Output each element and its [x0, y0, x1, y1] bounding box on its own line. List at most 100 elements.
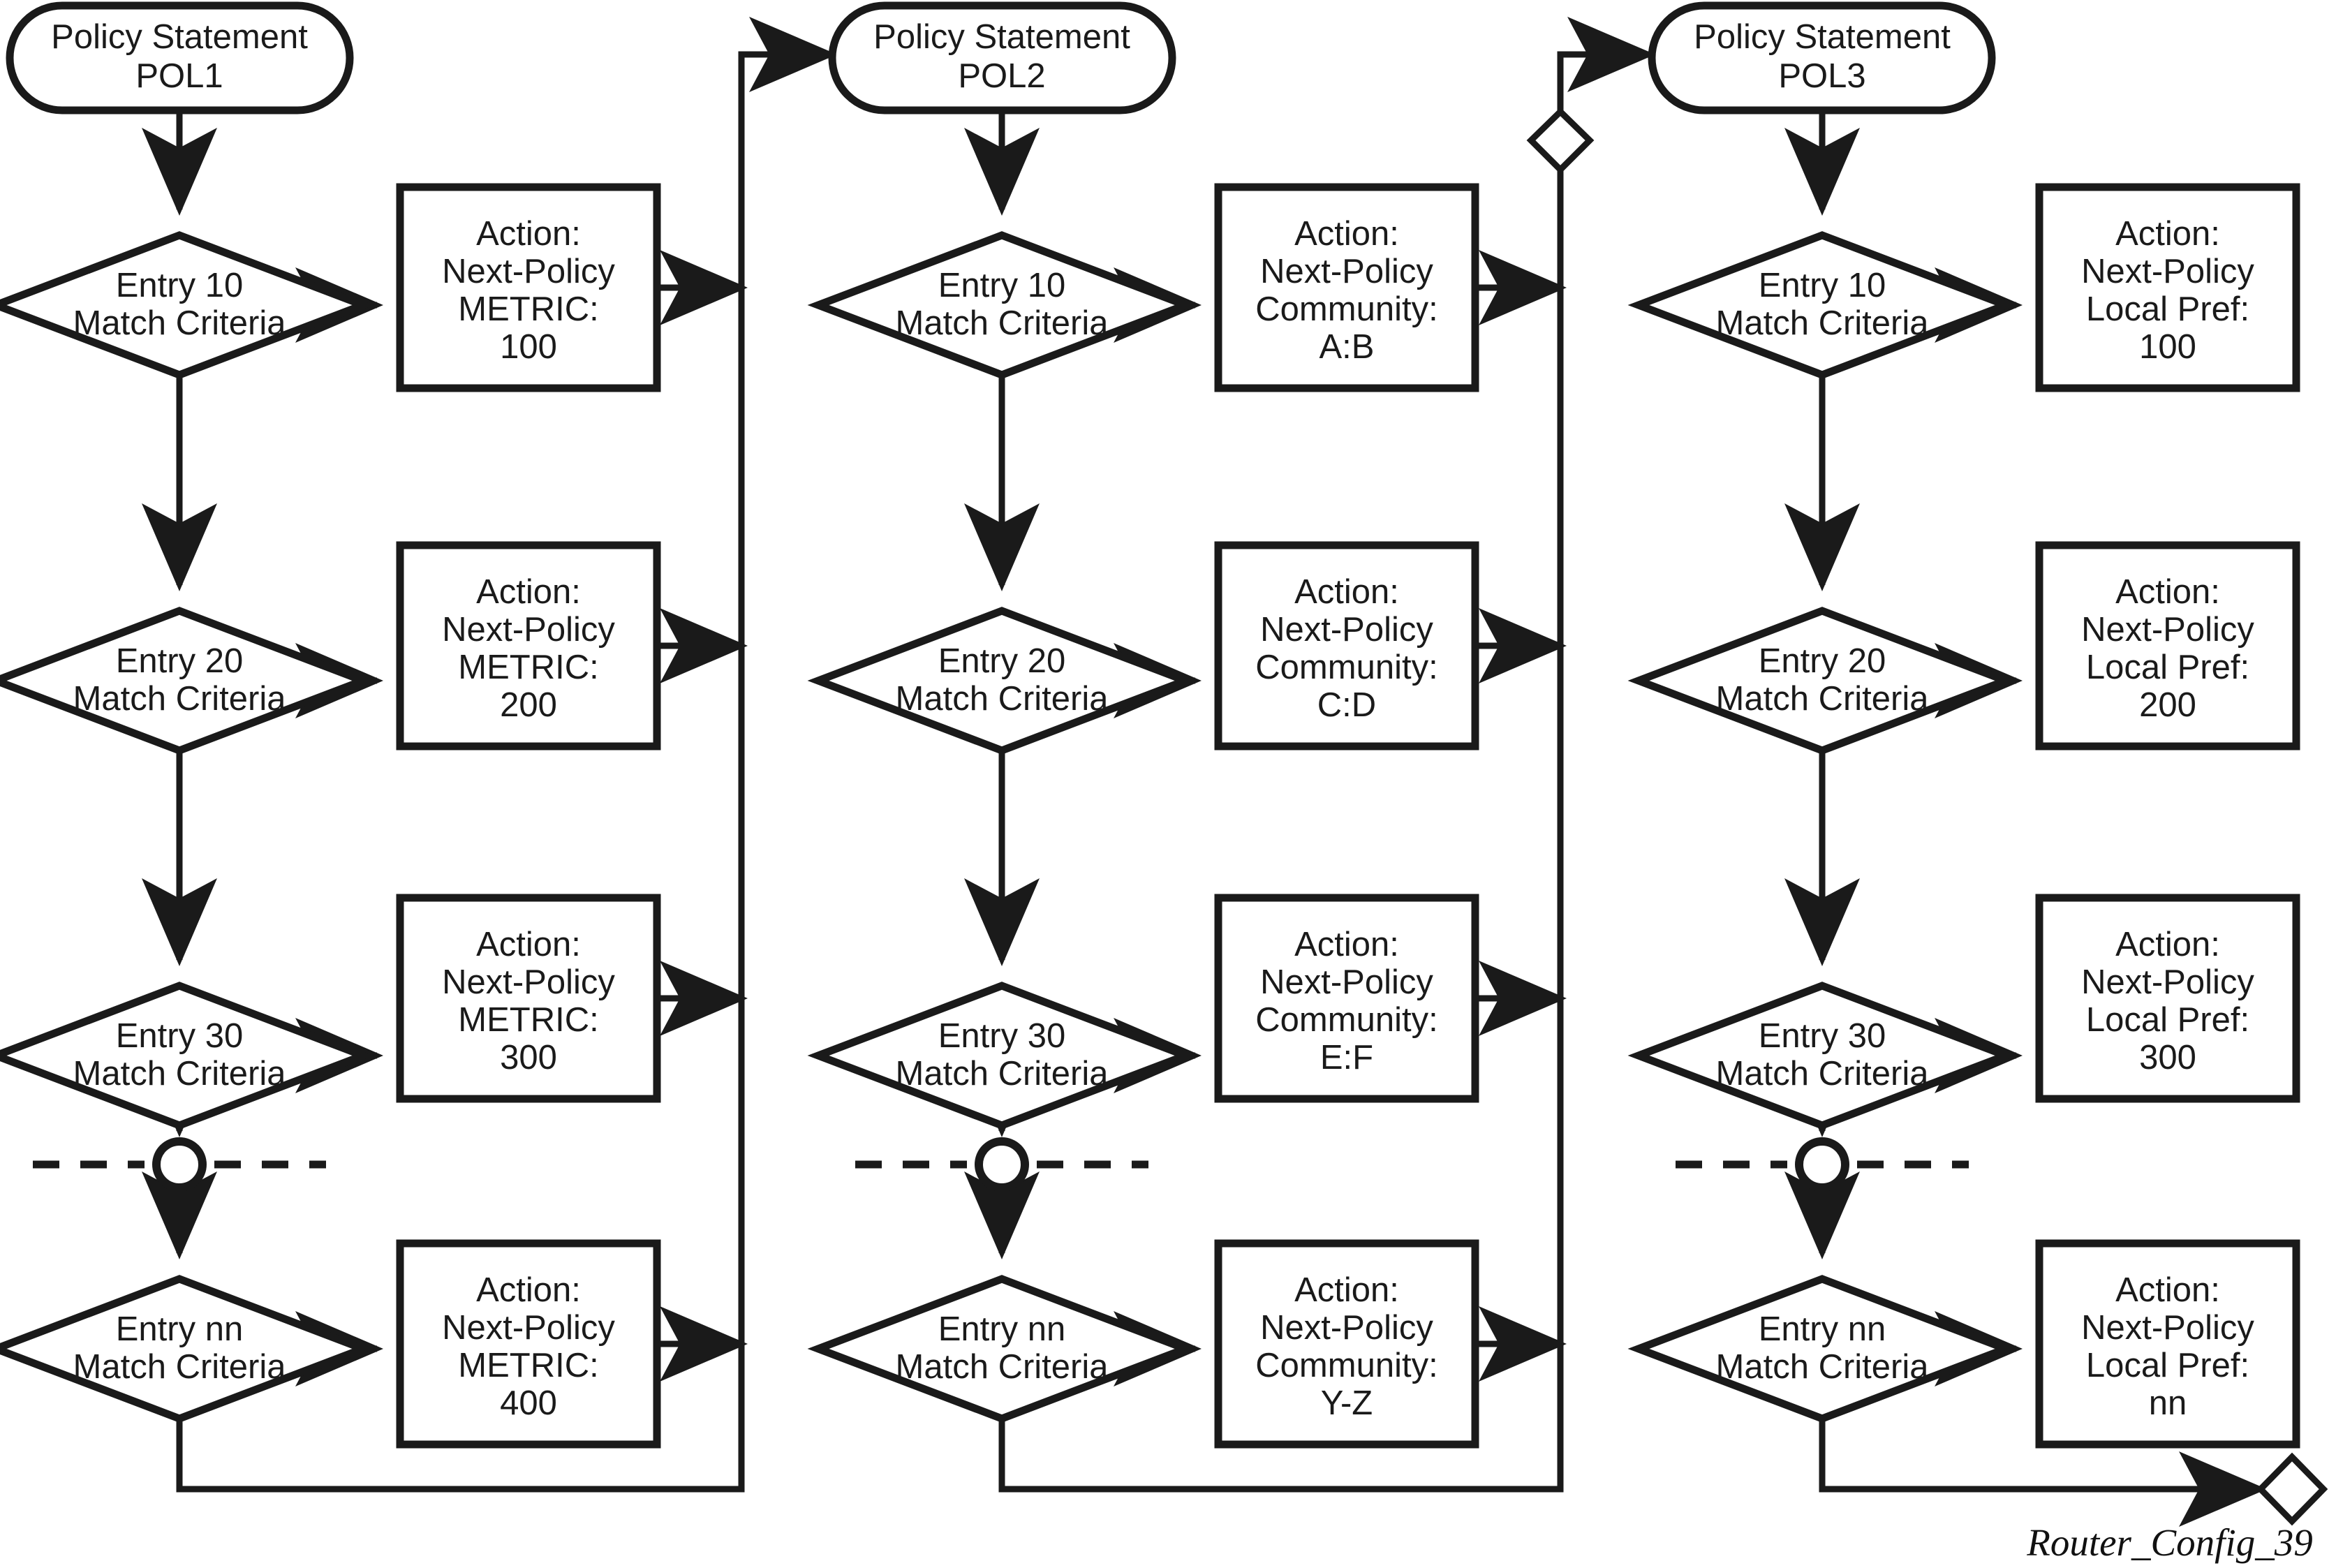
policy-pol1-line1: Policy Statement: [51, 18, 308, 56]
action-c3-r1-line1: Action:: [2115, 215, 2220, 253]
break-circle-c2: [975, 1137, 1029, 1192]
entry-diamond-c3-r4[interactable]: [1627, 1275, 2017, 1423]
entry-label-c1-r2: Entry 20: [116, 642, 243, 680]
entry-diamond-c2-r3[interactable]: [807, 982, 1197, 1130]
action-c3-r2-line1: Action:: [2115, 573, 2220, 611]
action-c2-r2-line1: Action:: [1294, 573, 1399, 611]
entry-criteria-c3-r4: Match Criteria: [1716, 1348, 1930, 1386]
action-c3-r1-line2: Next-Policy: [2081, 253, 2254, 290]
action-c3-r4-value: nn: [2149, 1384, 2187, 1422]
entry-label-c3-r2: Entry 20: [1759, 642, 1886, 680]
entry-diamond-c3-r1[interactable]: [1627, 231, 2017, 379]
action-box-c2-r3[interactable]: [1214, 894, 1479, 1103]
entry-diamond-c1-r3[interactable]: [0, 982, 374, 1130]
entry-diamond-c3-r2[interactable]: [1627, 607, 2017, 755]
entry-label-c2-r4: Entry nn: [938, 1310, 1065, 1348]
action-c3-r3-line2: Next-Policy: [2081, 963, 2254, 1001]
connector-c2-jumper-to-pol3: [1557, 17, 1655, 112]
policy-statement-pill-pol1[interactable]: [6, 1, 354, 114]
action-c3-r2-value: 200: [2139, 686, 2196, 724]
policy-pol1-line2: POL1: [135, 57, 223, 95]
entry-criteria-c1-r1: Match Criteria: [73, 304, 287, 342]
action-box-c3-r3[interactable]: [2035, 894, 2300, 1103]
action-c2-r4-line1: Action:: [1294, 1271, 1399, 1309]
action-c1-r4-attr: METRIC:: [458, 1347, 598, 1384]
action-c2-r1-line1: Action:: [1294, 215, 1399, 253]
action-c3-r3-attr: Local Pref:: [2086, 1001, 2249, 1039]
action-c2-r4-value: Y-Z: [1321, 1384, 1373, 1422]
policy-column-pol2: Policy Statement POL2 Entry 10 Match Cri…: [807, 1, 1479, 1449]
action-c2-r3-value: E:F: [1320, 1039, 1373, 1077]
policy-statement-pill-pol2[interactable]: [828, 1, 1176, 114]
action-c3-r4-line1: Action:: [2115, 1271, 2220, 1309]
break-circle-c3: [1795, 1137, 1849, 1192]
entry-diamond-c2-r1[interactable]: [807, 231, 1197, 379]
entry-criteria-c1-r3: Match Criteria: [73, 1055, 287, 1093]
entry-label-c1-r1: Entry 10: [116, 267, 243, 304]
entry-diamond-c1-r2[interactable]: [0, 607, 374, 755]
action-box-c1-r1[interactable]: [396, 183, 661, 392]
action-c1-r3-value: 300: [500, 1039, 557, 1077]
action-c1-r1-attr: METRIC:: [458, 290, 598, 328]
policy-pol3-line2: POL3: [1778, 57, 1865, 95]
action-c3-r1-value: 100: [2139, 328, 2196, 366]
action-box-c2-r1[interactable]: [1214, 183, 1479, 392]
action-c1-r3-line2: Next-Policy: [442, 963, 615, 1001]
action-c2-r2-value: C:D: [1317, 686, 1376, 724]
entry-label-c3-r1: Entry 10: [1759, 267, 1886, 304]
entry-criteria-c3-r2: Match Criteria: [1716, 680, 1930, 718]
diamond-jumper-exit: [2256, 1452, 2328, 1526]
entry-diamond-c3-r3[interactable]: [1627, 982, 2017, 1130]
policy-statement-pill-pol3[interactable]: [1648, 1, 1996, 114]
action-c1-r4-line1: Action:: [476, 1271, 581, 1309]
action-c3-r3-value: 300: [2139, 1039, 2196, 1077]
break-circle-c1: [152, 1137, 207, 1192]
policy-column-pol1: Policy Statement POL1 Entry 10 Match Cri…: [0, 1, 661, 1449]
entry-label-c1-r3: Entry 30: [116, 1017, 243, 1055]
action-box-c2-r2[interactable]: [1214, 541, 1479, 750]
policy-pol3-line1: Policy Statement: [1694, 18, 1951, 56]
entry-diamond-c2-r2[interactable]: [807, 607, 1197, 755]
action-c1-r1-line1: Action:: [476, 215, 581, 253]
entry-diamond-c2-r4[interactable]: [807, 1275, 1197, 1423]
connector-c1-return-bus-to-pol2: [176, 17, 837, 1493]
action-c1-r2-value: 200: [500, 686, 557, 724]
policy-column-pol3: Policy Statement POL3 Entry 10 Match Cri…: [1627, 1, 2300, 1449]
connector-c2-return-to-jumper-lower: [998, 170, 1564, 1493]
policy-pol2-line1: Policy Statement: [873, 18, 1130, 56]
entry-label-c1-r4: Entry nn: [116, 1310, 243, 1348]
action-c2-r4-line2: Next-Policy: [1260, 1309, 1433, 1347]
action-box-c1-r3[interactable]: [396, 894, 661, 1103]
entry-label-c2-r2: Entry 20: [938, 642, 1065, 680]
policy-pol2-line2: POL2: [958, 57, 1045, 95]
action-c3-r2-line2: Next-Policy: [2081, 611, 2254, 649]
action-box-c3-r1[interactable]: [2035, 183, 2300, 392]
action-c1-r1-line2: Next-Policy: [442, 253, 615, 290]
action-c1-r2-line1: Action:: [476, 573, 581, 611]
action-box-c3-r2[interactable]: [2035, 541, 2300, 750]
entry-criteria-c2-r2: Match Criteria: [896, 680, 1109, 718]
entry-criteria-c2-r1: Match Criteria: [896, 304, 1109, 342]
action-box-c1-r2[interactable]: [396, 541, 661, 750]
entry-diamond-c1-r4[interactable]: [0, 1275, 374, 1423]
action-c3-r3-line1: Action:: [2115, 926, 2220, 963]
jumper-layer: [33, 107, 2328, 1526]
diamond-jumper-pol3-inbound: [1526, 107, 1595, 175]
entry-label-c2-r3: Entry 30: [938, 1017, 1065, 1055]
action-c3-r4-line2: Next-Policy: [2081, 1309, 2254, 1347]
action-box-c2-r4[interactable]: [1214, 1239, 1479, 1449]
entry-criteria-c3-r1: Match Criteria: [1716, 304, 1930, 342]
entry-criteria-c2-r3: Match Criteria: [896, 1055, 1109, 1093]
entry-label-c3-r3: Entry 30: [1759, 1017, 1886, 1055]
action-c2-r3-line2: Next-Policy: [1260, 963, 1433, 1001]
action-box-c1-r4[interactable]: [396, 1239, 661, 1449]
action-c1-r2-attr: METRIC:: [458, 649, 598, 686]
action-c2-r1-value: A:B: [1319, 328, 1375, 366]
entry-diamond-c1-r1[interactable]: [0, 231, 374, 379]
action-c3-r1-attr: Local Pref:: [2086, 290, 2249, 328]
action-c2-r3-attr: Community:: [1255, 1001, 1437, 1039]
connector-c3-return-to-exit-jumper: [1819, 1412, 2267, 1527]
action-box-c3-r4[interactable]: [2035, 1239, 2300, 1449]
action-c1-r3-line1: Action:: [476, 926, 581, 963]
